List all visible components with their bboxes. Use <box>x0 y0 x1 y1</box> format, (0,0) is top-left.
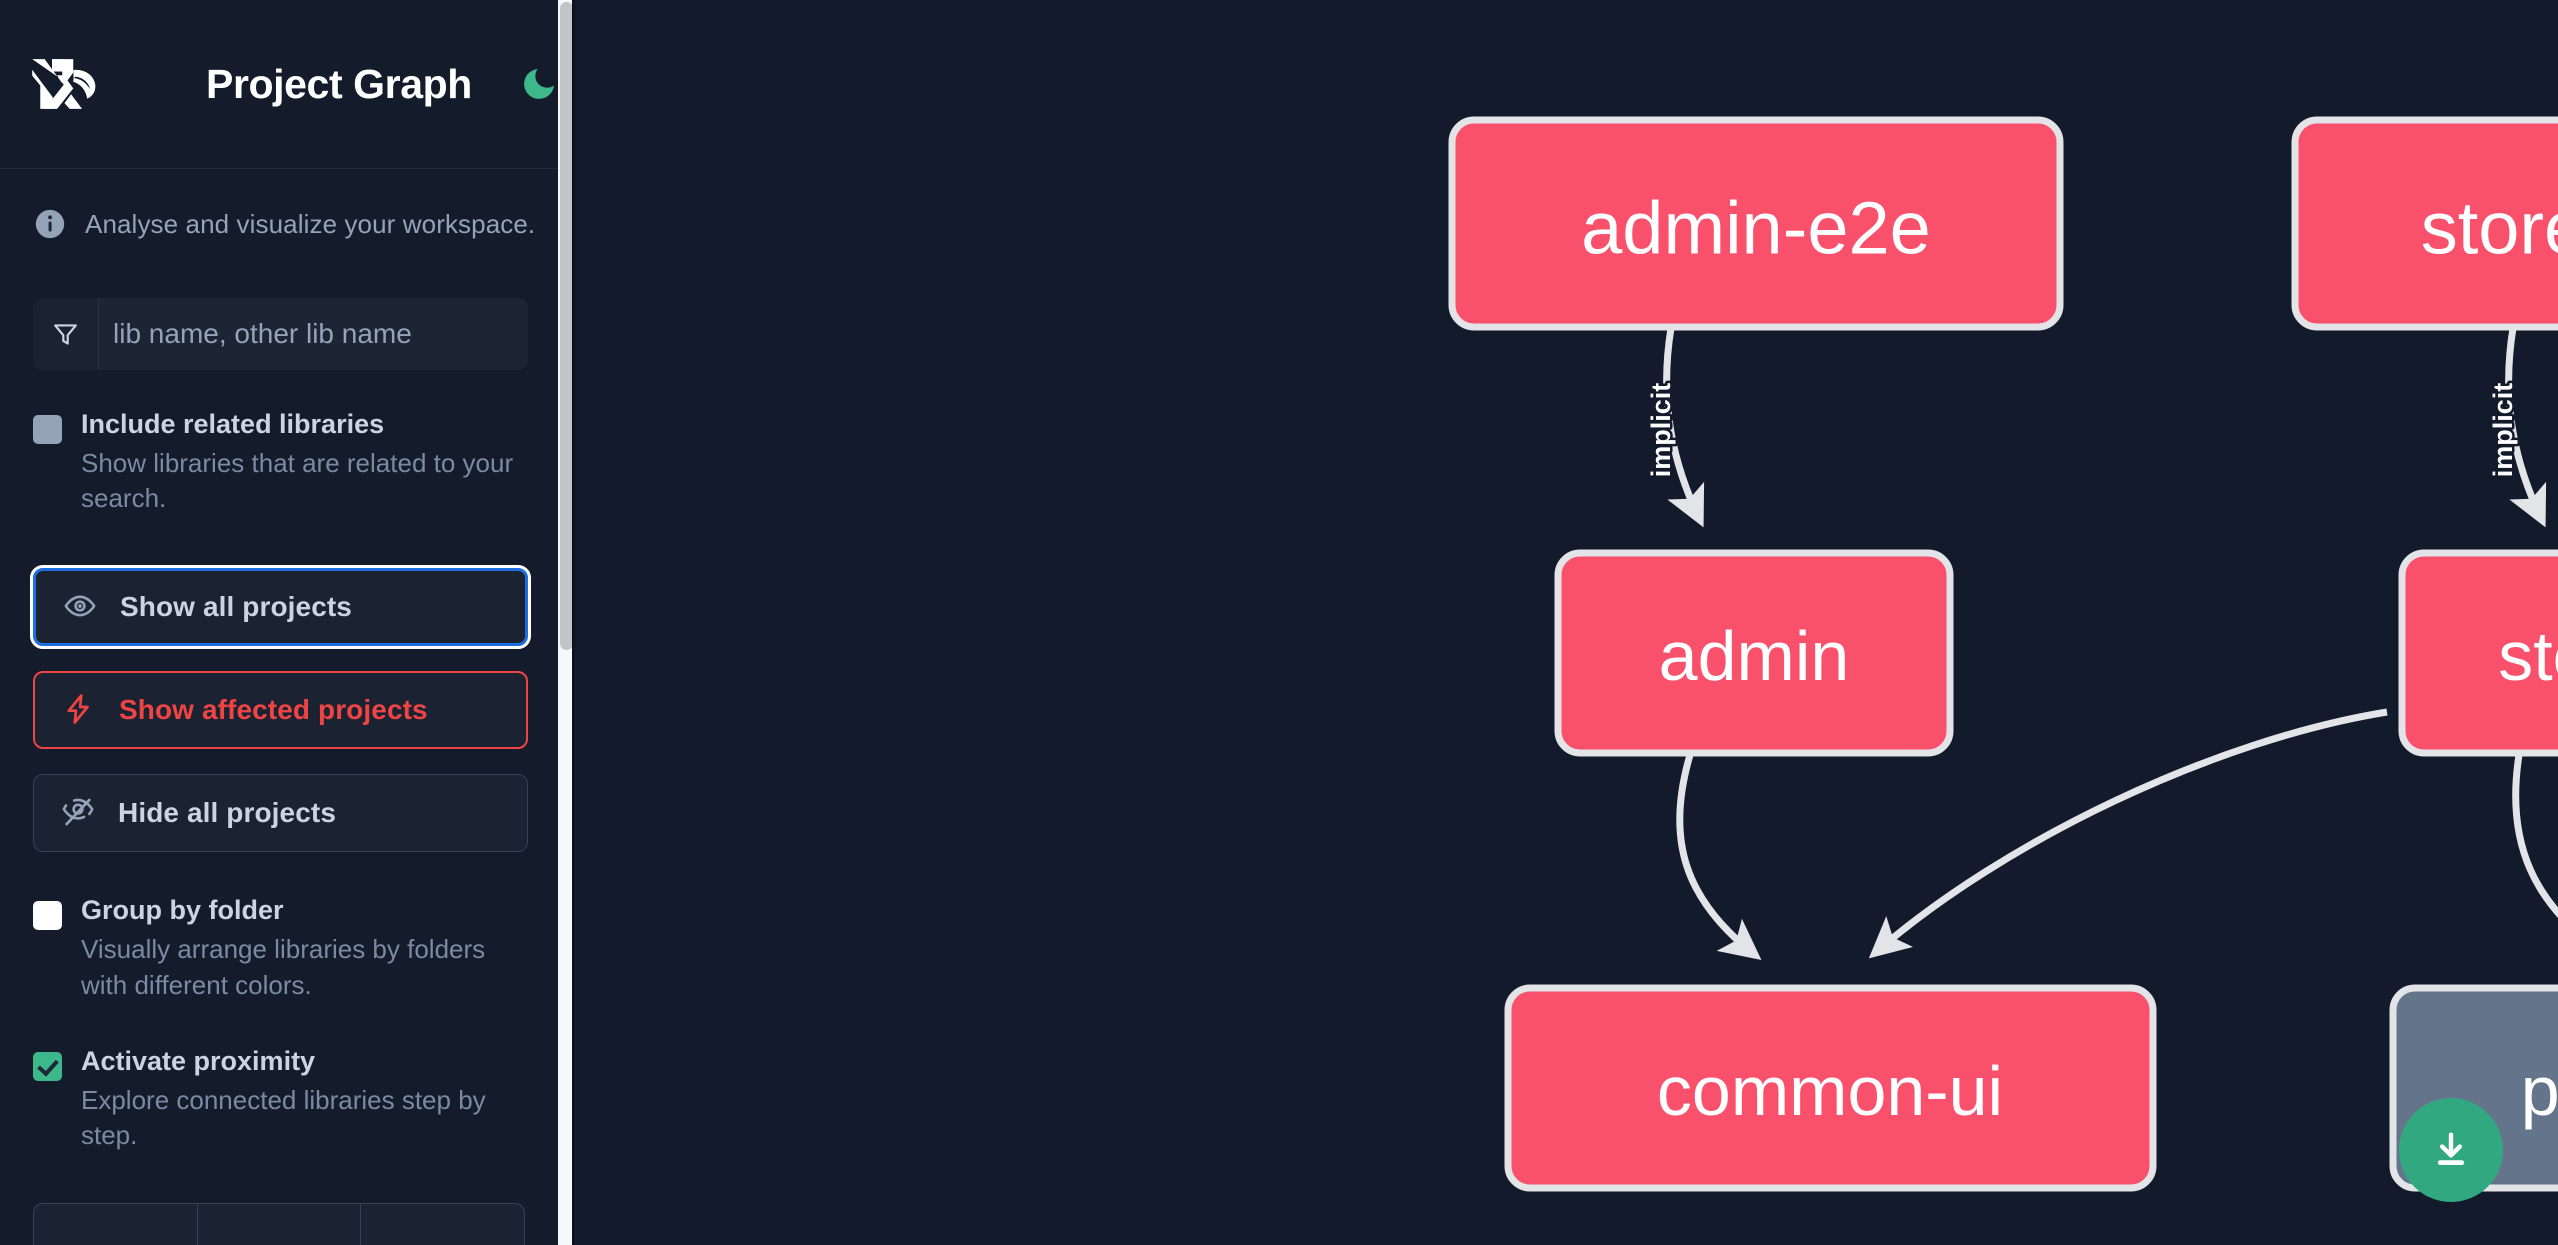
edge-admin-e2e-to-admin[interactable] <box>1663 327 1705 528</box>
edge-store-e2e-to-store[interactable] <box>2505 327 2547 528</box>
activate-proximity-checkbox[interactable] <box>33 1051 62 1081</box>
node-common-ui[interactable]: common-ui <box>1504 984 2157 1192</box>
activate-proximity-description: Explore connected libraries step by step… <box>81 1084 486 1151</box>
edge-label-store-e2e-implicit: implicit <box>2488 383 2518 478</box>
sidebar-body: Analyse and visualize your workspace. In… <box>0 169 558 1245</box>
search-input[interactable] <box>99 298 528 370</box>
edge-admin-to-common-ui[interactable] <box>1676 754 1762 961</box>
activate-proximity-label: Activate proximity <box>81 1045 316 1076</box>
eye-icon <box>63 589 97 626</box>
checkbox-group-by-folder[interactable]: Group by folder Visually arrange librari… <box>0 894 558 1002</box>
group-by-folder-description: Visually arrange libraries by folders wi… <box>81 934 486 1000</box>
funnel-icon <box>33 298 99 370</box>
sidebar-scrollbar-thumb[interactable] <box>560 2 573 650</box>
graph-edges <box>1663 327 2558 961</box>
graph-canvas[interactable]: admin-e2e store-e2e admin store common-u… <box>575 0 2558 1245</box>
proximity-stepper-increase[interactable] <box>361 1204 524 1245</box>
hide-all-projects-label: Hide all projects <box>118 797 336 829</box>
node-store-label: store <box>2498 617 2558 695</box>
proximity-stepper-decrease[interactable] <box>34 1204 198 1245</box>
show-affected-projects-label: Show affected projects <box>119 694 428 726</box>
node-store-e2e[interactable]: store-e2e <box>2291 116 2558 331</box>
node-admin[interactable]: admin <box>1554 549 1954 757</box>
node-admin-e2e[interactable]: admin-e2e <box>1448 116 2064 331</box>
include-related-libraries-description: Show libraries that are related to your … <box>81 447 514 514</box>
download-button[interactable] <box>2399 1098 2503 1202</box>
edge-label-admin-e2e-implicit: implicit <box>1646 383 1676 478</box>
sidebar: Project Graph <box>0 0 575 1245</box>
group-by-folder-label: Group by folder <box>81 895 284 926</box>
eye-off-icon <box>61 795 95 832</box>
node-store[interactable]: store <box>2398 549 2558 757</box>
nx-logo <box>30 53 118 115</box>
page-title: Project Graph <box>206 60 472 107</box>
sidebar-content: Project Graph <box>0 0 558 1245</box>
info-icon <box>33 207 67 241</box>
project-action-buttons: Show all projects Show affected projects <box>0 565 558 853</box>
show-all-projects-label: Show all projects <box>120 591 352 623</box>
node-store-e2e-label: store-e2e <box>2421 187 2558 270</box>
lightning-icon <box>62 692 96 729</box>
show-affected-projects-button[interactable]: Show affected projects <box>33 671 528 750</box>
group-by-folder-checkbox[interactable] <box>33 901 62 931</box>
moon-icon[interactable] <box>516 61 562 107</box>
sidebar-header: Project Graph <box>0 0 558 169</box>
checkbox-activate-proximity[interactable]: Activate proximity Explore connected lib… <box>0 1045 558 1153</box>
node-admin-label: admin <box>1659 617 1850 695</box>
edge-store-to-common-ui[interactable] <box>1868 708 2388 959</box>
analyse-row: Analyse and visualize your workspace. <box>0 169 558 241</box>
node-admin-e2e-label: admin-e2e <box>1581 187 1931 270</box>
node-products-label: products <box>2521 1052 2558 1130</box>
show-all-projects-button[interactable]: Show all projects <box>30 565 531 650</box>
include-related-libraries-label: Include related libraries <box>81 409 385 439</box>
node-common-ui-label: common-ui <box>1657 1052 2003 1130</box>
include-related-libraries-checkbox[interactable] <box>33 415 62 444</box>
graph-nodes: admin-e2e store-e2e admin store common-u… <box>1448 116 2558 1192</box>
hide-all-projects-button[interactable]: Hide all projects <box>33 774 528 853</box>
graph-edge-labels: implicit implicit <box>1644 380 2521 480</box>
sidebar-scrollbar-track[interactable] <box>558 0 575 1245</box>
proximity-stepper-group[interactable] <box>33 1203 525 1245</box>
checkbox-include-related-libraries[interactable]: Include related libraries Show libraries… <box>0 408 558 516</box>
analyse-text: Analyse and visualize your workspace. <box>85 208 536 239</box>
filter-field[interactable] <box>33 298 528 370</box>
sidebar-divider <box>572 0 575 1245</box>
graph-svg: admin-e2e store-e2e admin store common-u… <box>1448 116 2558 1192</box>
proximity-stepper-value[interactable] <box>198 1204 362 1245</box>
edge-store-to-products[interactable] <box>2512 754 2558 955</box>
